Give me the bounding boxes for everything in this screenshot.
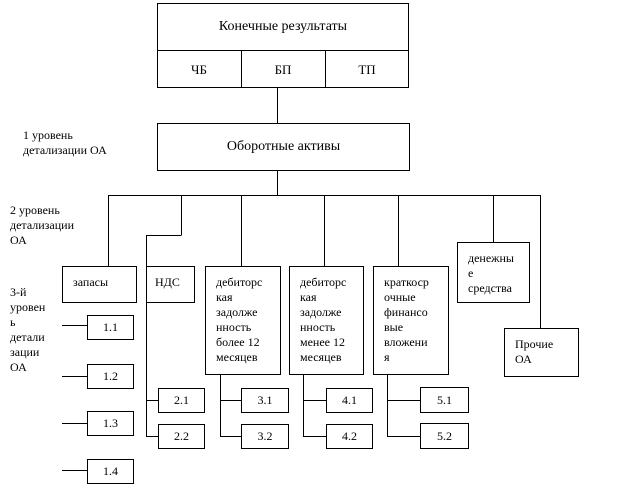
category-receivables-over-12m: дебиторс кая задолже нность более 12 мес… (205, 266, 281, 375)
detail-1-2: 1.2 (87, 364, 134, 389)
final-results-title: Конечные результаты (218, 19, 348, 34)
level2-label: 2 уровень детализации ОА (10, 203, 74, 247)
category-cash: денежны е средства (457, 242, 530, 303)
current-assets-box: Оборотные активы (157, 123, 410, 171)
category-inventory: запасы (62, 266, 137, 303)
detail-1-4: 1.4 (87, 459, 134, 484)
cell-chb: ЧБ (157, 51, 242, 88)
level3-label: 3-й уровен ь детали зации ОА (10, 285, 46, 374)
detail-4-2: 4.2 (326, 424, 373, 449)
category-other-assets: Прочие ОА (504, 328, 579, 377)
detail-3-2: 3.2 (241, 424, 289, 449)
category-short-term-investments: краткоср очные финансо вые вложени я (373, 266, 449, 375)
detail-2-2: 2.2 (158, 424, 205, 449)
detail-1-1: 1.1 (87, 315, 134, 340)
category-vat: НДС (146, 266, 195, 303)
level1-label: 1 уровень детализации ОА (23, 128, 107, 157)
detail-5-2: 5.2 (420, 423, 469, 449)
detail-3-1: 3.1 (241, 388, 289, 413)
final-results-cells: ЧБ БП ТП (157, 50, 409, 88)
cell-bp: БП (241, 51, 326, 88)
detail-4-1: 4.1 (326, 388, 373, 413)
cell-tp: ТП (358, 61, 376, 77)
detail-2-1: 2.1 (158, 388, 205, 413)
final-results-box: Конечные результаты ЧБ БП ТП (157, 3, 409, 88)
category-receivables-under-12m: дебиторс кая задолже нность менее 12 мес… (289, 266, 364, 375)
detail-1-3: 1.3 (87, 411, 134, 436)
detail-5-1: 5.1 (420, 387, 469, 413)
